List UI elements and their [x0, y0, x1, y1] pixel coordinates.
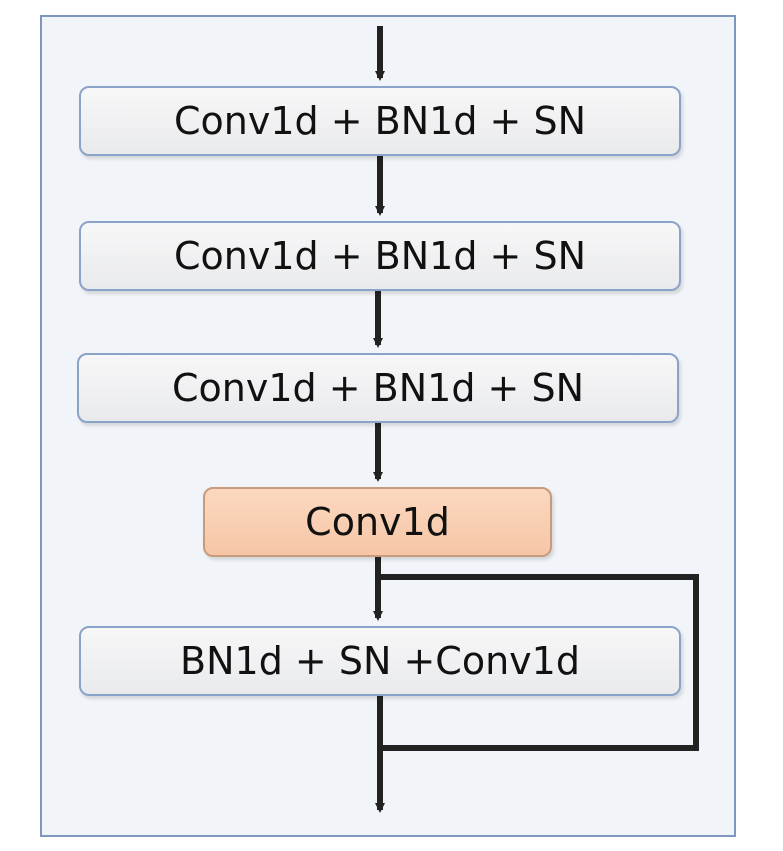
skip-connection [378, 574, 699, 751]
block-conv1d: Conv1d [203, 487, 552, 557]
block-bn-sn-conv: BN1d + SN +Conv1d [79, 626, 681, 696]
block-label: Conv1d + BN1d + SN [174, 234, 586, 278]
block-conv-bn-sn-3: Conv1d + BN1d + SN [77, 353, 679, 423]
block-conv-bn-sn-2: Conv1d + BN1d + SN [79, 221, 681, 291]
block-label: Conv1d + BN1d + SN [174, 99, 586, 143]
block-label: Conv1d + BN1d + SN [172, 366, 584, 410]
block-label: Conv1d [305, 500, 450, 544]
block-label: BN1d + SN +Conv1d [180, 639, 580, 683]
block-conv-bn-sn-1: Conv1d + BN1d + SN [79, 86, 681, 156]
